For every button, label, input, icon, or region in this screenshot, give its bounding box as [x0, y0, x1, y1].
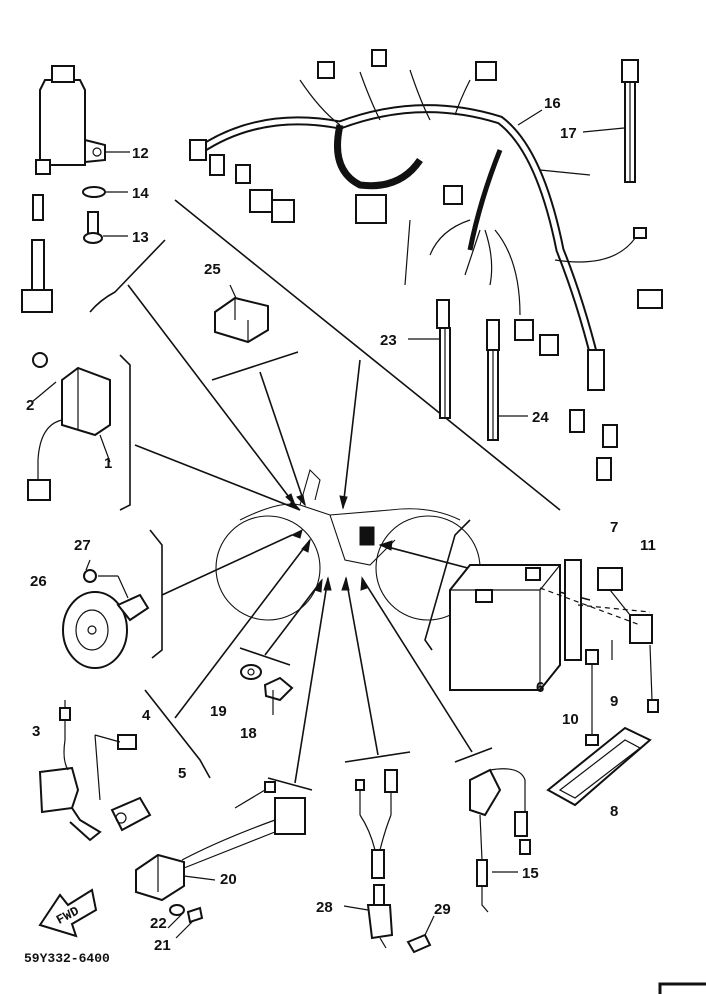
arrowheads — [285, 493, 393, 593]
label-25: 25 — [204, 261, 221, 278]
label-27: 27 — [74, 537, 91, 554]
label-22: 22 — [150, 915, 167, 932]
frame-corner — [658, 982, 706, 994]
label-6: 6 — [536, 679, 544, 696]
cdi-unit — [135, 781, 306, 902]
battery-band — [546, 726, 652, 807]
part-labels: 1 2 3 4 5 6 7 8 9 10 11 12 13 14 15 16 1… — [26, 95, 656, 954]
label-9: 9 — [610, 693, 618, 710]
label-2: 2 — [26, 397, 34, 414]
wire-harness — [189, 49, 663, 481]
sensor-15 — [469, 768, 531, 913]
switch-28-29 — [343, 769, 435, 954]
label-21: 21 — [154, 937, 171, 954]
label-5: 5 — [178, 765, 186, 782]
label-18: 18 — [240, 725, 257, 742]
label-19: 19 — [210, 703, 227, 720]
label-10: 10 — [562, 711, 579, 728]
rectifier-regulator — [27, 352, 111, 501]
label-1: 1 — [104, 455, 112, 472]
label-7: 7 — [610, 519, 618, 536]
ignition-coil — [38, 700, 152, 842]
leader-lines — [89, 199, 591, 791]
switch-18-19 — [240, 664, 294, 715]
label-12: 12 — [132, 145, 149, 162]
label-14: 14 — [132, 185, 149, 202]
label-29: 29 — [434, 901, 451, 918]
label-15: 15 — [522, 865, 539, 882]
horn — [62, 559, 150, 669]
label-11: 11 — [640, 537, 656, 554]
label-20: 20 — [220, 871, 237, 888]
main-switch-assembly — [21, 65, 130, 313]
label-3: 3 — [32, 723, 40, 740]
label-16: 16 — [544, 95, 561, 112]
label-17: 17 — [560, 125, 577, 142]
label-24: 24 — [532, 409, 549, 426]
part-code: 59Y332-6400 — [24, 951, 110, 966]
label-4: 4 — [142, 707, 151, 724]
label-13: 13 — [132, 229, 149, 246]
battery-assembly — [449, 559, 659, 746]
label-8: 8 — [610, 803, 618, 820]
label-28: 28 — [316, 899, 333, 916]
bolt-21-22 — [167, 904, 204, 939]
battery-location-marker — [359, 526, 375, 546]
fwd-arrow-icon: FWD — [38, 888, 98, 938]
label-23: 23 — [380, 332, 397, 349]
motorcycle-outline — [215, 468, 481, 621]
cable-ties — [408, 59, 639, 441]
relay — [214, 284, 269, 344]
label-26: 26 — [30, 573, 47, 590]
